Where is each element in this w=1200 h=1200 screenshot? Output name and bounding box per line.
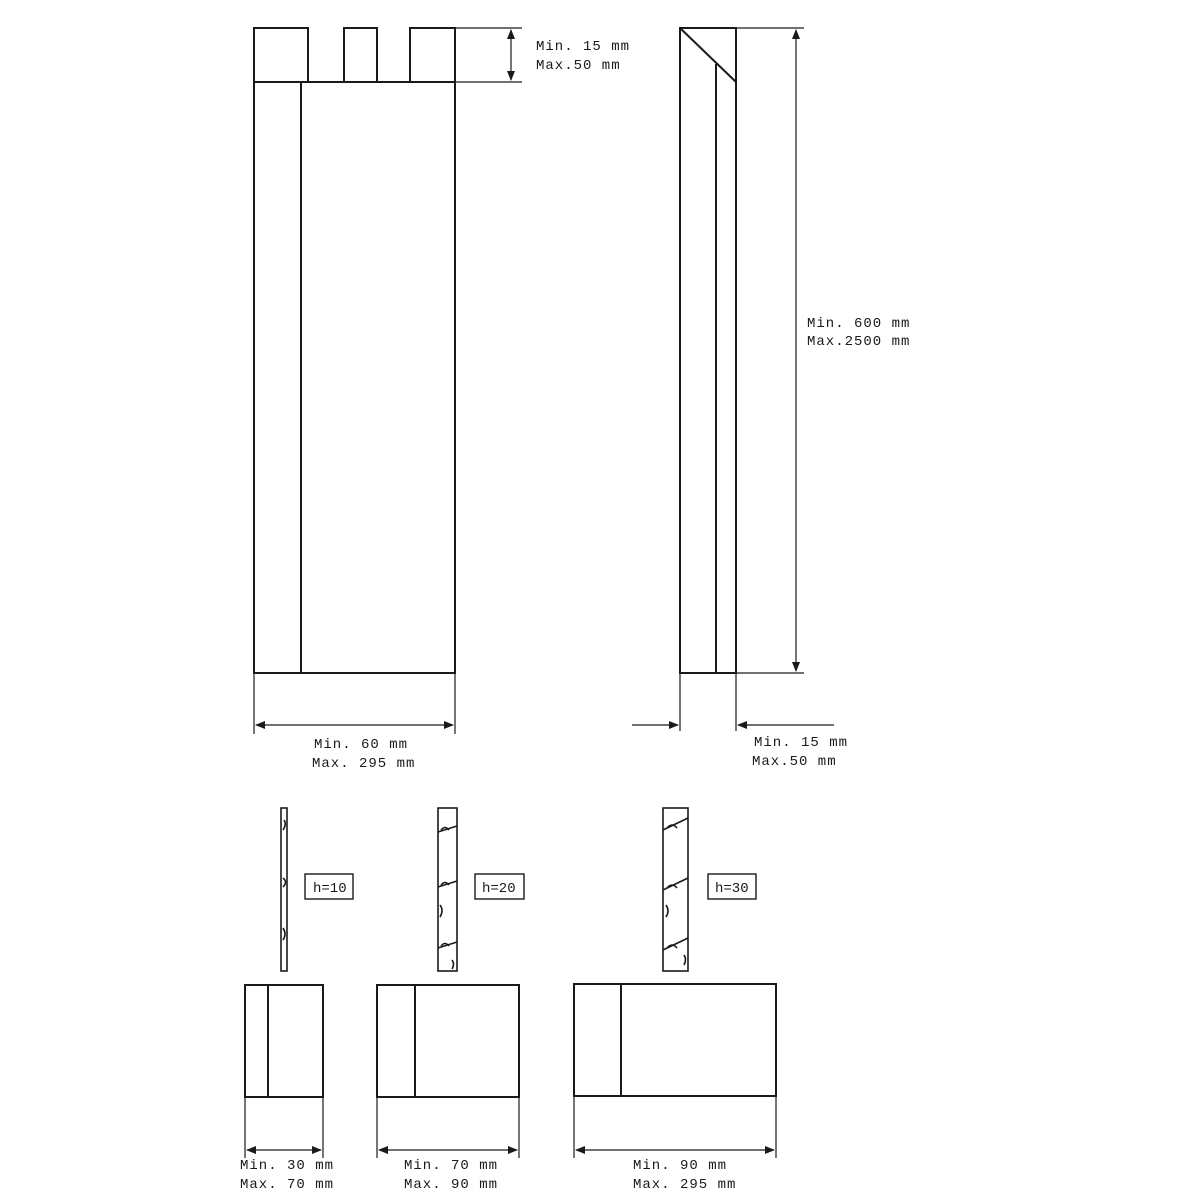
profile-h20-width-dimension: Min. 70 mm Max. 90 mm: [376, 1097, 520, 1193]
side-view-chamfer: [679, 27, 737, 83]
profile-h30-dim-max: Max. 295 mm: [633, 1177, 736, 1193]
side-view-outline: [679, 27, 737, 674]
profile-h30: h=30 Min. 90 mm Max. 295 mm: [573, 807, 777, 1193]
front-view-outline: [253, 27, 456, 674]
profile-h10-label-box: [304, 873, 354, 900]
profile-h30-label: h=30: [715, 881, 749, 897]
profile-h10-dim-min: Min. 30 mm: [240, 1158, 334, 1174]
profile-h20-label-box: [474, 873, 525, 900]
tenon-dim-min: Min. 15 mm: [536, 39, 630, 55]
profile-h30-section: [662, 807, 689, 972]
profile-h10: h=10 Min. 30 mm Max. 70 mm: [240, 807, 354, 1193]
profile-h10-width-dimension: Min. 30 mm Max. 70 mm: [240, 1097, 334, 1193]
thickness-dim-max: Max.50 mm: [752, 754, 837, 770]
profile-h10-dim-max: Max. 70 mm: [240, 1177, 334, 1193]
profile-h30-width-dimension: Min. 90 mm Max. 295 mm: [573, 1096, 777, 1193]
profile-h10-label: h=10: [313, 881, 347, 897]
length-dimension: Min. 600 mm Max.2500 mm: [736, 27, 910, 674]
front-width-dim-min: Min. 60 mm: [314, 737, 408, 753]
front-width-dim-max: Max. 295 mm: [312, 756, 415, 772]
profile-h20-label: h=20: [482, 881, 516, 897]
tenon-height-dimension: Min. 15 mm Max.50 mm: [455, 27, 630, 83]
profile-h20-block: [376, 984, 520, 1098]
length-dim-min: Min. 600 mm: [807, 316, 910, 332]
side-view: Min. 600 mm Max.2500 mm Min. 15 mm Max.5…: [632, 27, 910, 770]
profile-h30-label-box: [707, 873, 757, 900]
profile-h10-section: [280, 807, 288, 972]
tenon-dim-max: Max.50 mm: [536, 58, 621, 74]
profile-h20: h=20 Min. 70 mm Max. 90 mm: [376, 807, 525, 1193]
profile-h20-section: [437, 807, 458, 972]
profile-h30-block: [573, 983, 777, 1097]
front-view: Min. 15 mm Max.50 mm Min. 60 mm Max. 295…: [253, 27, 630, 772]
profile-h20-dim-max: Max. 90 mm: [404, 1177, 498, 1193]
profile-h10-block: [244, 984, 324, 1098]
profile-h20-dim-min: Min. 70 mm: [404, 1158, 498, 1174]
front-width-dimension: Min. 60 mm Max. 295 mm: [253, 673, 456, 772]
length-dim-max: Max.2500 mm: [807, 334, 910, 350]
thickness-dim-min: Min. 15 mm: [754, 735, 848, 751]
profile-h30-dim-min: Min. 90 mm: [633, 1158, 727, 1174]
thickness-dimension: Min. 15 mm Max.50 mm: [632, 673, 848, 770]
